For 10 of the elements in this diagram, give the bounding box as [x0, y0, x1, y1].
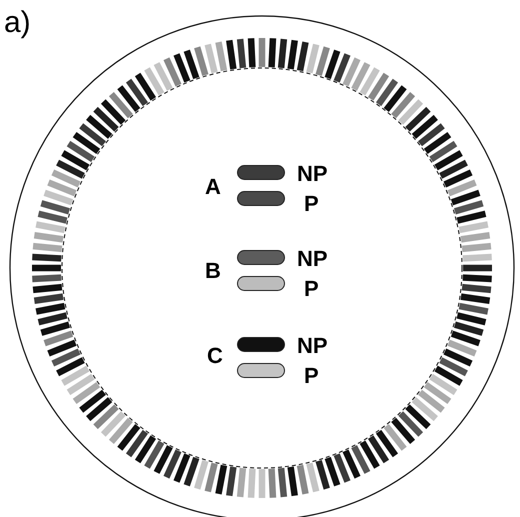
- group-label: C: [207, 345, 223, 367]
- legend-label: P: [304, 365, 319, 387]
- legend-label: NP: [297, 335, 328, 357]
- legend-label: P: [304, 193, 319, 215]
- panel-label: a): [4, 8, 31, 38]
- group-label: A: [205, 176, 221, 198]
- legend-label: NP: [297, 163, 328, 185]
- legend-label: P: [304, 278, 319, 300]
- legend-label: NP: [297, 248, 328, 270]
- group-label: B: [205, 260, 221, 282]
